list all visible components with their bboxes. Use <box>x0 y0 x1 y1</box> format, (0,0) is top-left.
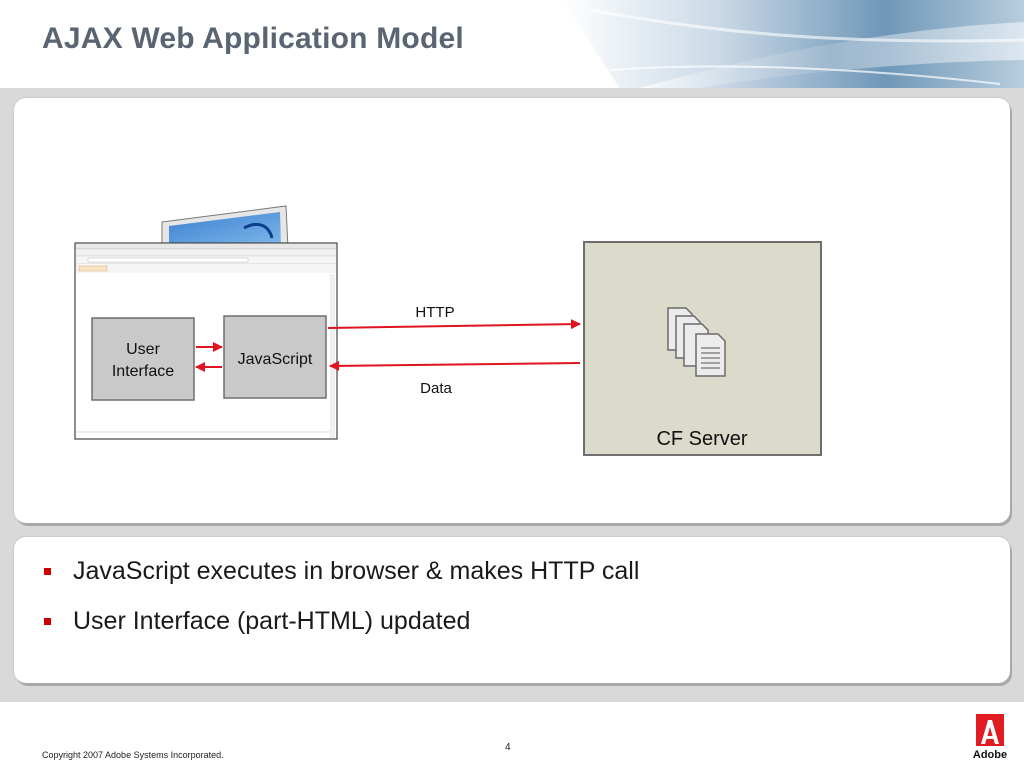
adobe-a-icon <box>976 714 1004 746</box>
javascript-box: JavaScript <box>223 315 327 399</box>
bullet-item: User Interface (part-HTML) updated <box>44 607 470 636</box>
bullet-marker <box>44 568 51 575</box>
bullets-panel: JavaScript executes in browser & makes H… <box>14 537 1010 683</box>
bullet-text: User Interface (part-HTML) updated <box>73 607 471 635</box>
bullet-text: JavaScript executes in browser & makes H… <box>73 557 640 585</box>
diagram-panel: User Interface JavaScript HTTP Data <box>14 98 1010 523</box>
user-interface-label-line2: Interface <box>112 363 174 380</box>
javascript-label: JavaScript <box>238 351 313 368</box>
slide-footer: Copyright 2007 Adobe Systems Incorporate… <box>0 702 1024 768</box>
cf-server-label: CF Server <box>656 428 747 450</box>
user-interface-box: User Interface <box>91 317 195 401</box>
http-request-arrow <box>327 319 581 330</box>
cf-server-box: CF Server <box>583 241 822 456</box>
page-number: 4 <box>505 742 511 753</box>
adobe-logo: Adobe <box>970 714 1010 762</box>
http-label: HTTP <box>415 304 454 321</box>
data-response-arrow <box>329 360 581 371</box>
header-swoosh-graphic <box>560 0 1024 88</box>
monitor-icon <box>161 205 289 249</box>
slide-title: AJAX Web Application Model <box>42 22 464 55</box>
documents-icon <box>667 307 726 377</box>
bullet-marker <box>44 618 51 625</box>
ajax-diagram: User Interface JavaScript HTTP Data <box>74 205 822 456</box>
bullet-item: JavaScript executes in browser & makes H… <box>44 557 639 586</box>
adobe-wordmark: Adobe <box>972 749 1008 761</box>
data-label: Data <box>420 380 452 397</box>
copyright-text: Copyright 2007 Adobe Systems Incorporate… <box>42 750 224 760</box>
slide-body: User Interface JavaScript HTTP Data <box>0 88 1024 702</box>
user-interface-label-line1: User <box>126 341 160 358</box>
slide-header: AJAX Web Application Model <box>0 0 1024 88</box>
